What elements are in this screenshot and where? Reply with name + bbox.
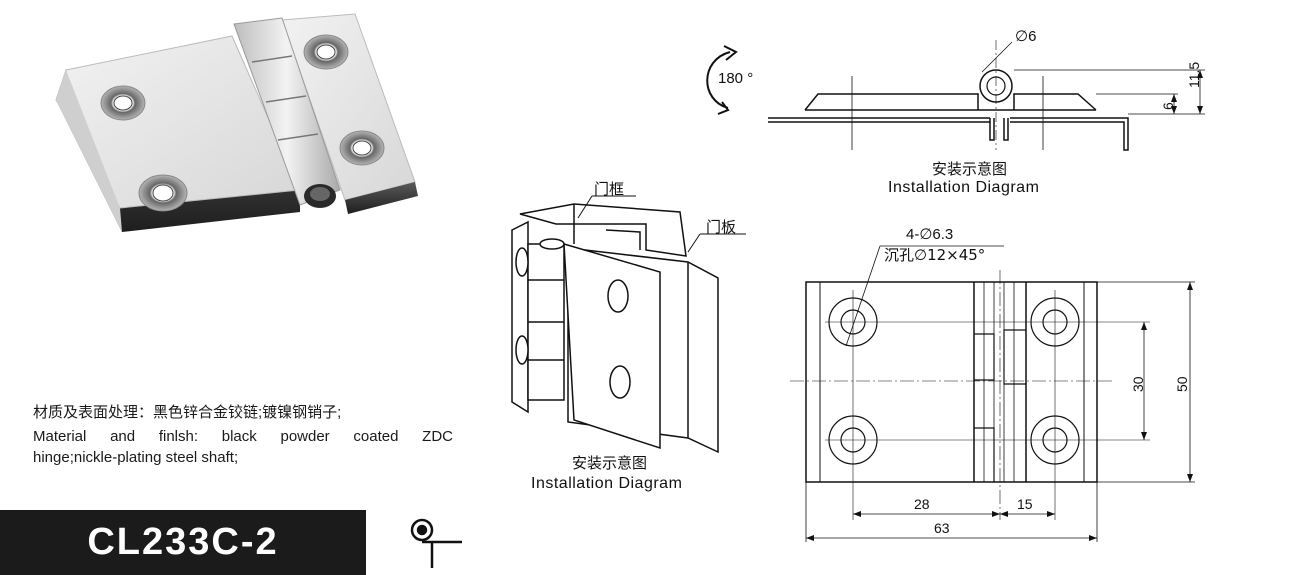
- install-1-caption-en: Installation Diagram: [888, 179, 1040, 196]
- material-cn: 材质及表面处理：黑色锌合金铰链;镀镍钢销子;: [33, 404, 342, 421]
- install-1-caption-cn: 安装示意图: [932, 160, 1008, 178]
- front-view-drawing: [790, 245, 1195, 542]
- dim-63: 63: [934, 520, 950, 536]
- dim-30: 30: [1130, 376, 1146, 392]
- rotation-label: 180 °: [718, 70, 754, 87]
- hinge-product-render: [55, 13, 418, 232]
- dim-15: 15: [1017, 496, 1033, 512]
- material-en-line2: hinge;nickle-plating steel shaft;: [33, 449, 239, 466]
- label-door-panel: 门板: [706, 218, 737, 236]
- dimension-arrowheads: [806, 70, 1203, 541]
- installation-door-view: [511, 195, 746, 454]
- hinge-symbol-icon: [410, 518, 462, 568]
- material-en-line1: Material and finlsh: black powder coated…: [33, 428, 453, 445]
- model-banner: [0, 510, 366, 575]
- model-number: CL233C-2: [87, 521, 279, 563]
- install-2-caption-cn: 安装示意图: [572, 454, 648, 472]
- dim-leaf-height: 6: [1160, 102, 1176, 110]
- dim-50: 50: [1174, 376, 1190, 392]
- pin-diameter-label: ∅6: [1015, 28, 1037, 45]
- countersink-label: 沉孔∅12×45°: [884, 246, 986, 264]
- dim-total-height: 11.5: [1186, 61, 1202, 88]
- dim-28: 28: [914, 496, 930, 512]
- installation-side-view: [706, 40, 1205, 151]
- install-2-caption-en: Installation Diagram: [531, 475, 683, 492]
- holes-label: 4-∅6.3: [906, 226, 954, 243]
- label-door-frame: 门框: [594, 180, 625, 198]
